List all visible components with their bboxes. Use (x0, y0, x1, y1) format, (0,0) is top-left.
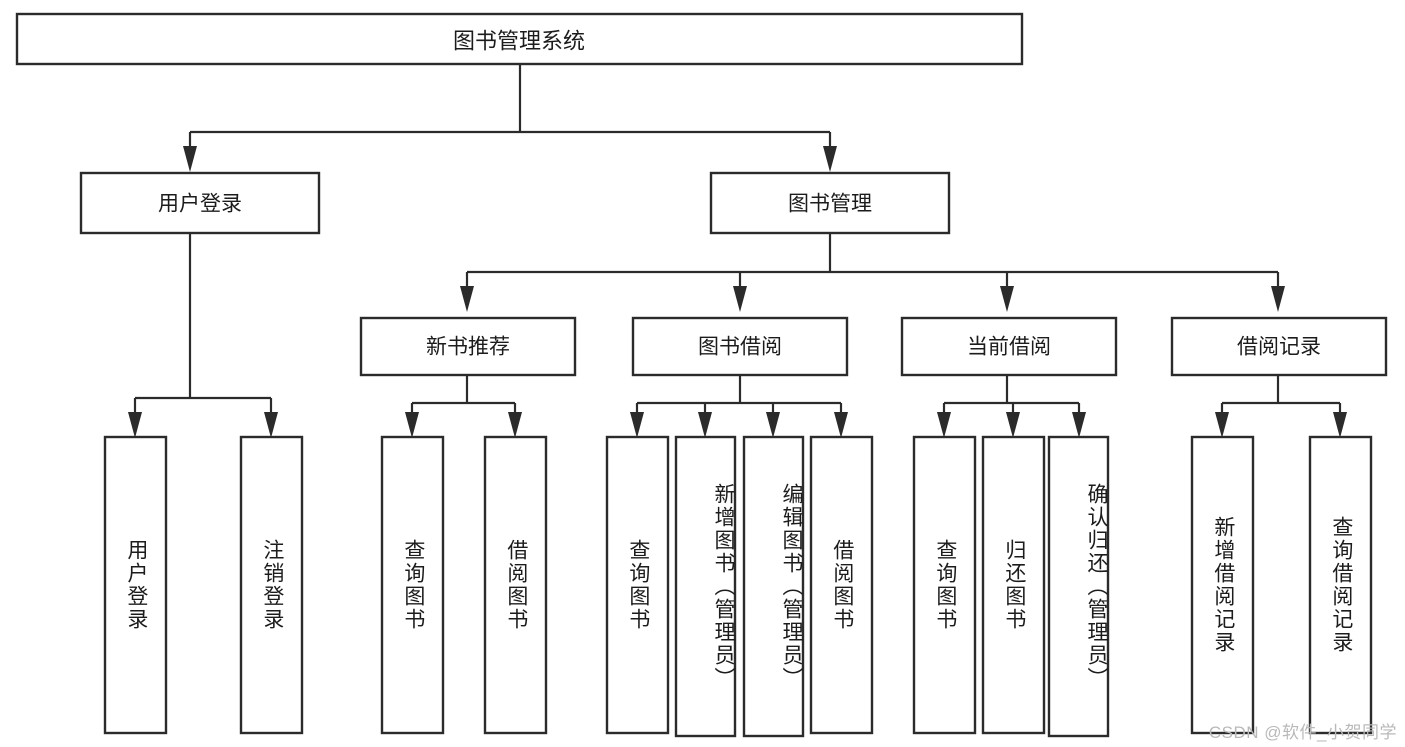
node-leaf-logout[interactable] (239, 435, 304, 735)
node-label-book-borrow: 图书借阅 (698, 336, 782, 359)
node-leaf-return-book[interactable] (981, 435, 1046, 735)
node-label-new-book-recommend: 新书推荐 (426, 336, 510, 359)
node-leaf-query-book-3[interactable] (912, 435, 977, 735)
node-leaf-query-book-1[interactable] (380, 435, 445, 735)
node-user-login[interactable]: 用户登录 (79, 171, 321, 235)
node-leaf-borrow-book-2[interactable] (809, 435, 874, 735)
csdn-watermark: CSDN @软件_小贺同学 (1208, 723, 1397, 742)
node-book-management[interactable]: 图书管理 (709, 171, 951, 235)
connector-userlogin-to-leaves (128, 233, 278, 438)
connector-bookmgmt-to-level3 (460, 233, 1285, 312)
node-leaf-edit-book[interactable] (742, 435, 805, 738)
connector-root-to-level2 (183, 64, 837, 172)
node-leaf-user-login[interactable] (103, 435, 168, 735)
node-label-root: 图书管理系统 (453, 29, 585, 54)
node-new-book-recommend[interactable]: 新书推荐 (359, 316, 577, 377)
node-leaf-add-book[interactable] (674, 435, 737, 738)
node-leaf-add-record[interactable] (1190, 435, 1255, 735)
node-leaf-query-book-2[interactable] (605, 435, 670, 735)
node-book-borrow[interactable]: 图书借阅 (631, 316, 849, 377)
node-current-borrow[interactable]: 当前借阅 (900, 316, 1118, 377)
node-label-user-login: 用户登录 (158, 193, 242, 216)
node-label-current-borrow: 当前借阅 (967, 336, 1051, 359)
node-label-book-management: 图书管理 (788, 193, 872, 216)
connector-bookborrow-to-leaves (630, 375, 848, 438)
node-label-borrow-record: 借阅记录 (1237, 336, 1321, 359)
connector-borrowrecord-to-leaves (1215, 375, 1347, 438)
connector-newbook-to-leaves (405, 375, 522, 438)
node-leaf-query-record[interactable] (1308, 435, 1373, 735)
node-book-management-system[interactable]: 图书管理系统 (15, 12, 1024, 66)
node-leaf-confirm-return[interactable] (1047, 435, 1110, 738)
node-leaf-borrow-book-1[interactable] (483, 435, 548, 735)
connector-currentborrow-to-leaves (937, 375, 1086, 438)
node-borrow-record[interactable]: 借阅记录 (1170, 316, 1388, 377)
